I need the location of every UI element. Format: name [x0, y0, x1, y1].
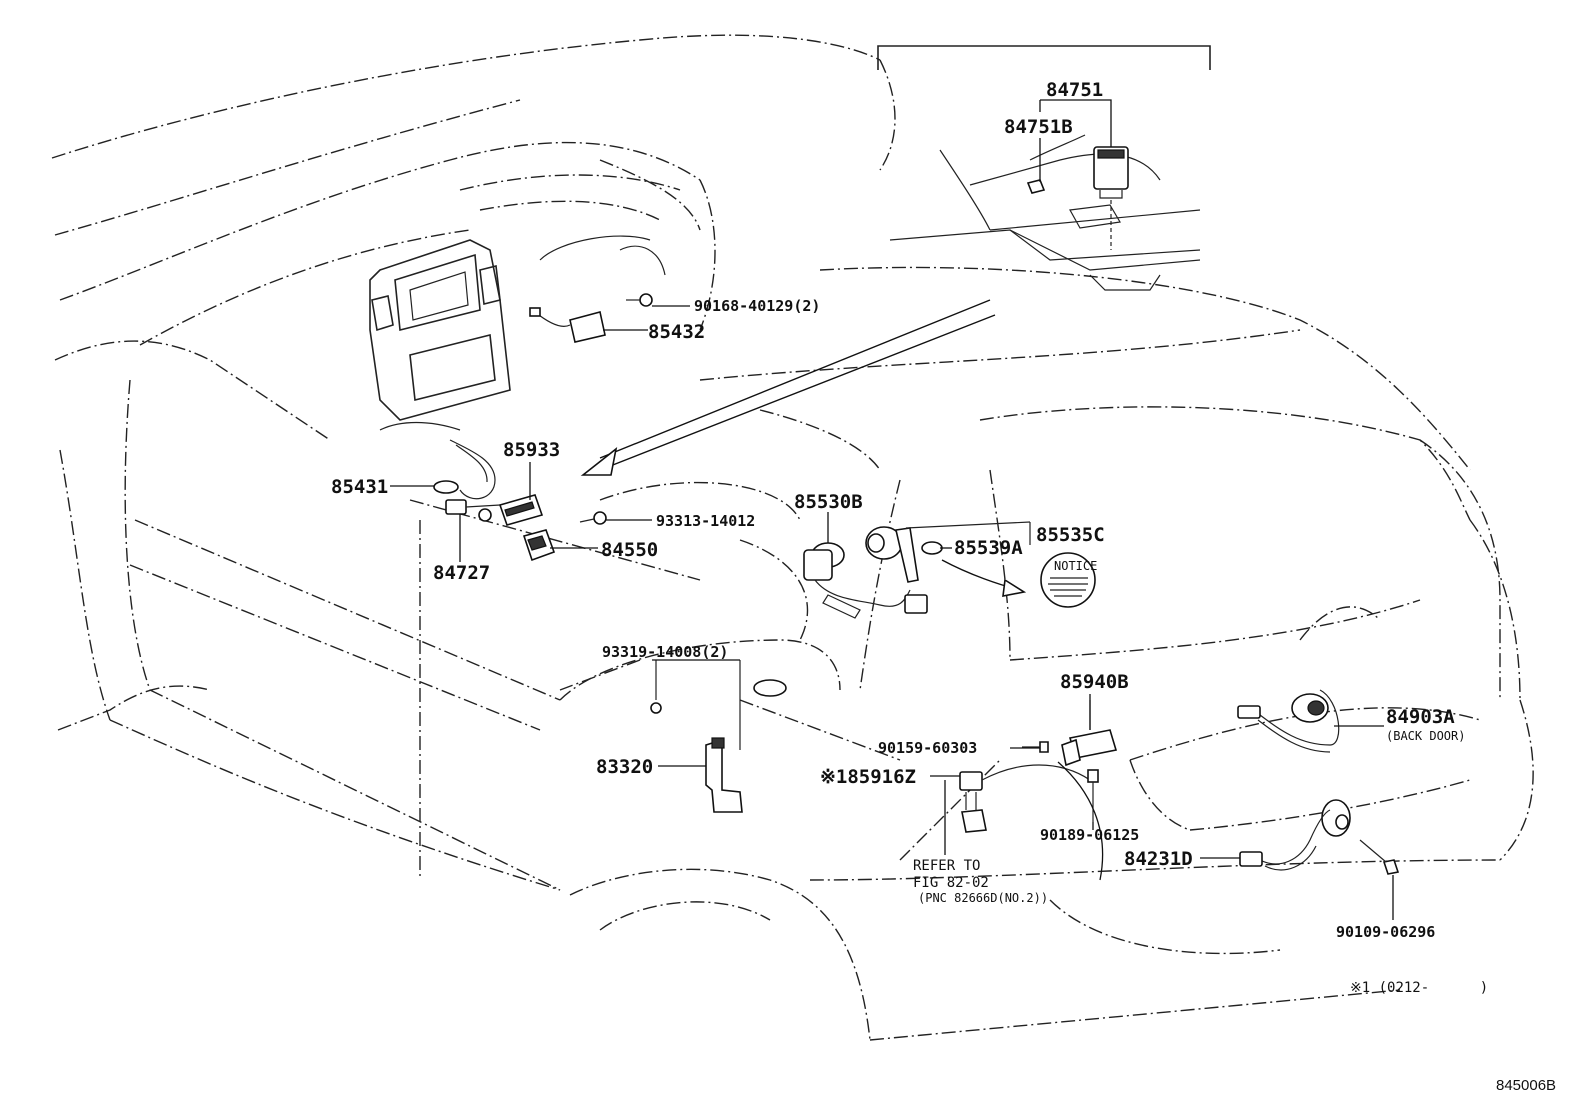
- label-84727[interactable]: 84727: [433, 562, 490, 584]
- leader-lines: [390, 99, 1394, 920]
- label-84550[interactable]: 84550: [601, 539, 658, 561]
- switch-84751-icon: [1093, 146, 1129, 250]
- label-85940b[interactable]: 85940B: [1060, 671, 1129, 693]
- switch-84231d-icon: [1239, 799, 1351, 871]
- bracket-83320-icon: [705, 679, 787, 813]
- footnote: ※1 (0212- ): [1350, 980, 1488, 996]
- svg-text:NOTICE: NOTICE: [1054, 559, 1097, 573]
- label-85535c[interactable]: 85535C: [1036, 524, 1105, 546]
- inset-detail-frame: [877, 45, 1211, 291]
- screw-90159-icon: [1022, 741, 1049, 753]
- label-93313[interactable]: 93313-14012: [656, 512, 755, 530]
- label-83320[interactable]: 83320: [596, 756, 653, 778]
- label-90168[interactable]: 90168-40129(2): [694, 297, 820, 315]
- clip-84751b-icon: [1026, 179, 1046, 194]
- harness-85431-icon: [433, 439, 501, 515]
- label-90189[interactable]: 90189-06125: [1040, 826, 1139, 844]
- dashboard-outline: [369, 235, 666, 431]
- label-84751b[interactable]: 84751B: [1004, 116, 1073, 138]
- label-84903a[interactable]: 84903A: [1386, 706, 1455, 728]
- refer-note-line1: REFER TO: [913, 858, 980, 874]
- part-labels: 84751 84751B 90168-40129(2) 85432 85933 …: [331, 79, 1556, 1094]
- label-93319[interactable]: 93319-14008(2): [602, 643, 728, 661]
- switch-84903a-icon: [1237, 689, 1340, 753]
- screw-93313-icon: [579, 511, 607, 525]
- relay-85940b-icon: [1061, 700, 1118, 767]
- label-85916z[interactable]: ※185916Z: [820, 766, 916, 788]
- lighter-85535c-icon: [865, 521, 1031, 583]
- label-85933[interactable]: 85933: [503, 439, 560, 461]
- refer-note-line3: (PNC 82666D(NO.2)): [918, 891, 1048, 905]
- unit-85432-icon: [529, 307, 606, 343]
- label-84751[interactable]: 84751: [1046, 79, 1103, 101]
- label-84231d[interactable]: 84231D: [1124, 848, 1193, 870]
- screw-90168-icon: [626, 293, 653, 307]
- connector-85916z-icon: [959, 764, 1091, 833]
- transfer-arrow: [580, 299, 996, 476]
- socket-85530b-icon: [803, 542, 928, 619]
- label-84903a-note: (BACK DOOR): [1386, 729, 1465, 743]
- label-90159[interactable]: 90159-60303: [878, 739, 977, 757]
- refer-note-line2: FIG 82-02: [913, 875, 989, 891]
- notice-label-icon: NOTICE: [1040, 552, 1097, 608]
- label-85431[interactable]: 85431: [331, 476, 388, 498]
- label-85530b[interactable]: 85530B: [794, 491, 863, 513]
- label-90109[interactable]: 90109-06296: [1336, 923, 1435, 941]
- label-85539a[interactable]: 85539A: [954, 537, 1023, 559]
- screw-90109-icon: [1359, 839, 1400, 875]
- clip-90189-icon: [1087, 769, 1099, 822]
- box-85933-icon: [478, 494, 544, 526]
- figure-code: 845006B: [1496, 1077, 1556, 1094]
- vehicle-body-outline: [51, 34, 1534, 1041]
- label-85432[interactable]: 85432: [648, 321, 705, 343]
- screw-93319-icon: [650, 660, 741, 750]
- switch-84550-icon: [522, 529, 556, 562]
